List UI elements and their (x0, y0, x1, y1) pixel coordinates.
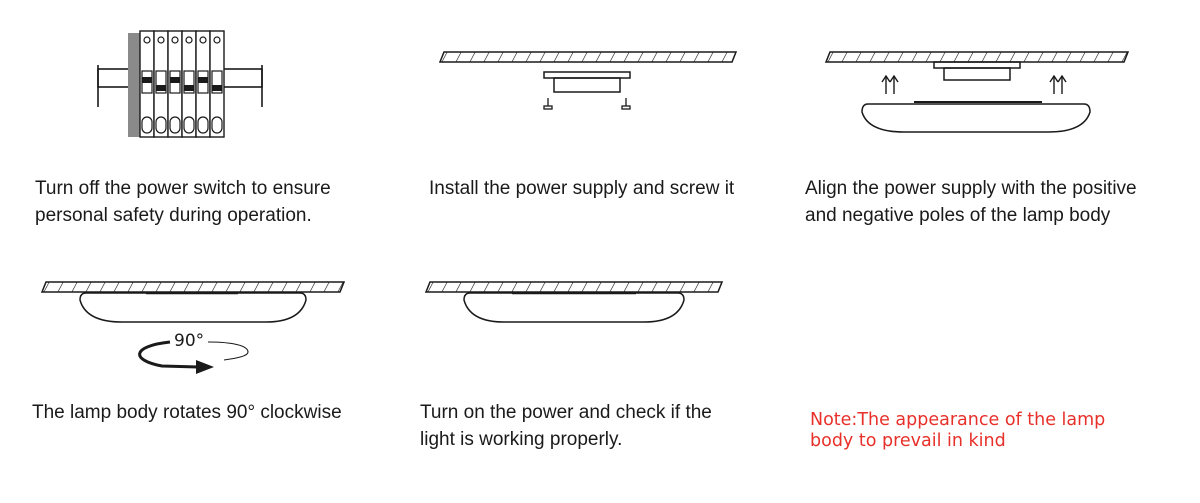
ceiling-icon (824, 51, 1130, 63)
step-5-illustration (422, 276, 732, 337)
power-supply-icon (933, 61, 1021, 81)
ceiling-icon (424, 281, 724, 293)
step-1-line-2: personal safety during operation. (35, 205, 312, 226)
step-4-caption: The lamp body rotates 90° clockwise (32, 399, 342, 426)
step-1-illustration (92, 25, 268, 148)
power-supply-icon (543, 71, 631, 93)
step-2-illustration (436, 46, 740, 119)
breaker-icon (97, 30, 263, 138)
rotation-angle-label: 90° (174, 331, 205, 351)
step-5-line-1: Turn on the power and check if the (420, 402, 712, 423)
step-1-line-1: Turn off the power switch to ensure (35, 178, 331, 199)
lamp-body-icon (861, 101, 1091, 133)
step-1-caption: Turn off the power switch to ensure pers… (35, 175, 331, 229)
ceiling-icon (40, 281, 346, 293)
step-4-illustration (38, 276, 348, 381)
arrow-up-icon (881, 74, 1067, 94)
note-line-2: body to prevail in kind (810, 431, 1006, 451)
appearance-note: Note:The appearance of the lamp body to … (810, 410, 1105, 452)
step-4-line-1: The lamp body rotates 90° clockwise (32, 402, 342, 423)
step-3-line-2: and negative poles of the lamp body (805, 205, 1111, 226)
step-2-caption: Install the power supply and screw it (429, 175, 734, 202)
step-3-line-1: Align the power supply with the positive (805, 178, 1137, 199)
lamp-body-icon (79, 291, 307, 323)
ceiling-icon (438, 51, 738, 63)
step-5-caption: Turn on the power and check if the light… (420, 399, 712, 453)
step-2-line-1: Install the power supply and screw it (429, 178, 735, 199)
screw-icon (543, 98, 631, 110)
rotate-arrow-icon (138, 340, 249, 374)
step-5-line-2: light is working properly. (420, 429, 623, 450)
step-3-caption: Align the power supply with the positive… (805, 175, 1137, 229)
step-3-illustration (822, 46, 1132, 147)
lamp-body-icon (463, 291, 685, 323)
note-line-1: Note:The appearance of the lamp (810, 410, 1106, 430)
